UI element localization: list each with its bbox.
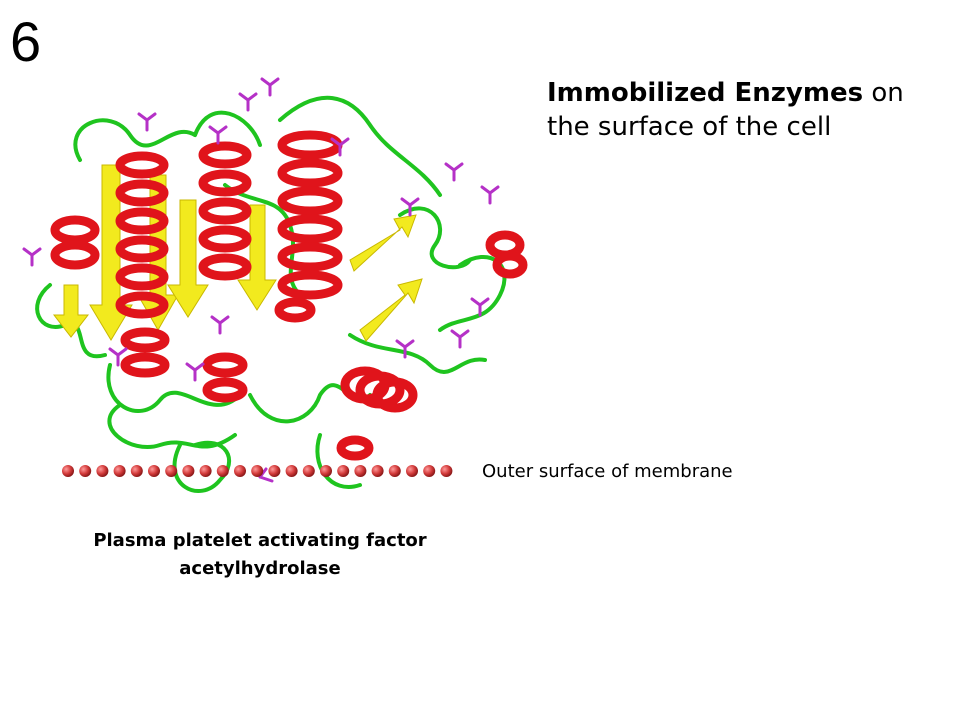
protein-caption: Plasma platelet activating factor acetyl… (80, 527, 440, 583)
membrane-bead (199, 465, 212, 477)
coil-loop (107, 403, 237, 449)
helix (274, 297, 316, 323)
sheet-arrow (167, 199, 209, 318)
ligand (444, 162, 464, 182)
ligand (238, 92, 258, 112)
ligand (108, 347, 128, 367)
ligand (400, 197, 420, 217)
sheet-arrow (359, 278, 423, 342)
ligand (260, 77, 280, 97)
ligand (450, 329, 470, 349)
ligand (22, 247, 42, 267)
sheet-arrow (52, 284, 90, 338)
coil-loop (348, 333, 487, 374)
slide-number: 6 (10, 10, 42, 73)
helix (202, 352, 248, 403)
membrane-bead (302, 465, 315, 477)
coil-loop (73, 118, 197, 162)
ligand (210, 315, 230, 335)
membrane-bead (165, 465, 178, 477)
helix (336, 435, 374, 461)
ligand (480, 185, 500, 205)
helix (198, 141, 252, 281)
membrane-bead (251, 465, 264, 477)
membrane-bead (79, 465, 92, 477)
membrane-bead (268, 465, 281, 477)
membrane-bead (320, 465, 332, 477)
sheet-arrow (237, 204, 277, 311)
ligand (137, 112, 157, 132)
coil-loop (106, 363, 242, 413)
coil-loop (278, 95, 442, 197)
protein-ribbon-diagram (22, 77, 528, 493)
membrane-bead (216, 465, 229, 477)
helix (340, 366, 418, 413)
helix (120, 327, 170, 378)
membrane-bead (182, 465, 195, 477)
ligand (330, 137, 350, 157)
sheet-arrow (349, 214, 417, 272)
membrane-bead (440, 465, 453, 477)
ligand (258, 467, 274, 483)
membrane-bead (388, 465, 401, 477)
membrane-bead (130, 465, 143, 477)
coil-loop (193, 110, 262, 147)
membrane-beads (62, 465, 453, 477)
ligand (470, 297, 490, 317)
membrane-label: Outer surface of membrane (482, 461, 733, 482)
ligand (395, 339, 415, 359)
coil-loop (438, 254, 507, 332)
helix (485, 230, 528, 279)
membrane-bead (234, 465, 246, 477)
membrane-bead (96, 465, 109, 477)
caption-line-2: acetylhydrolase (179, 558, 341, 579)
membrane-bead (406, 465, 418, 477)
membrane-bead (113, 465, 126, 477)
ligands (22, 77, 500, 483)
slide-title: Immobilized Enzymes on the surface of th… (547, 76, 907, 144)
ligand (185, 362, 205, 382)
title-bold: Immobilized Enzymes (547, 78, 864, 108)
membrane-bead (337, 465, 350, 477)
membrane-bead (423, 465, 436, 477)
membrane-bead (371, 465, 384, 477)
coil-loop (398, 206, 472, 270)
membrane-bead (62, 465, 74, 477)
membrane-bead (148, 465, 160, 477)
helix (115, 151, 169, 319)
helix (50, 215, 100, 270)
title-rest: on the surface of the cell (547, 78, 904, 142)
ligand (208, 125, 228, 145)
membrane-bead (285, 465, 298, 477)
caption-line-1: Plasma platelet activating factor (93, 530, 427, 551)
membrane-bead (354, 465, 367, 477)
